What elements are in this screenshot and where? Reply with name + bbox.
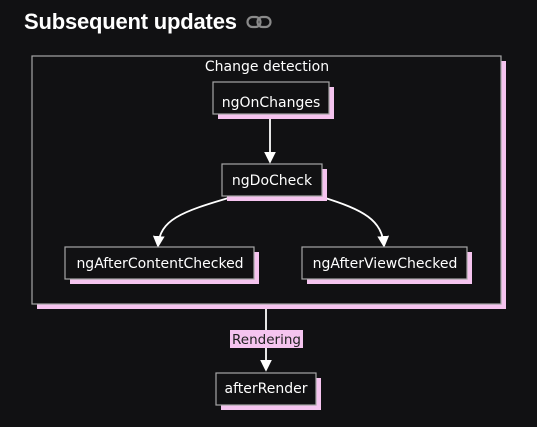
node-ngafterviewchecked: ngAfterViewChecked (301, 246, 472, 284)
edge-label-text: Rendering (232, 332, 301, 348)
node-label: ngAfterViewChecked (313, 256, 458, 272)
edge-docheck-afterview (321, 196, 390, 248)
cluster-label: Change detection (205, 59, 329, 75)
node-ngdocheck: ngDoCheck (221, 163, 327, 201)
node-label: ngOnChanges (222, 95, 321, 111)
node-ngonchanges: ngOnChanges (212, 81, 334, 119)
node-label: ngAfterContentChecked (76, 256, 243, 272)
link-icon[interactable] (246, 15, 272, 29)
node-ngaftercontentchecked: ngAfterContentChecked (64, 246, 259, 284)
section-heading: Subsequent updates (24, 6, 272, 38)
edge-label-bg (230, 330, 303, 348)
node-label: ngDoCheck (232, 173, 313, 189)
node-afterrender: afterRender (215, 372, 321, 410)
node-label: afterRender (225, 381, 308, 397)
edge-label-rendering: Rendering (230, 330, 303, 348)
page-title: Subsequent updates (24, 9, 237, 34)
edge-docheck-aftercontent (152, 196, 233, 248)
